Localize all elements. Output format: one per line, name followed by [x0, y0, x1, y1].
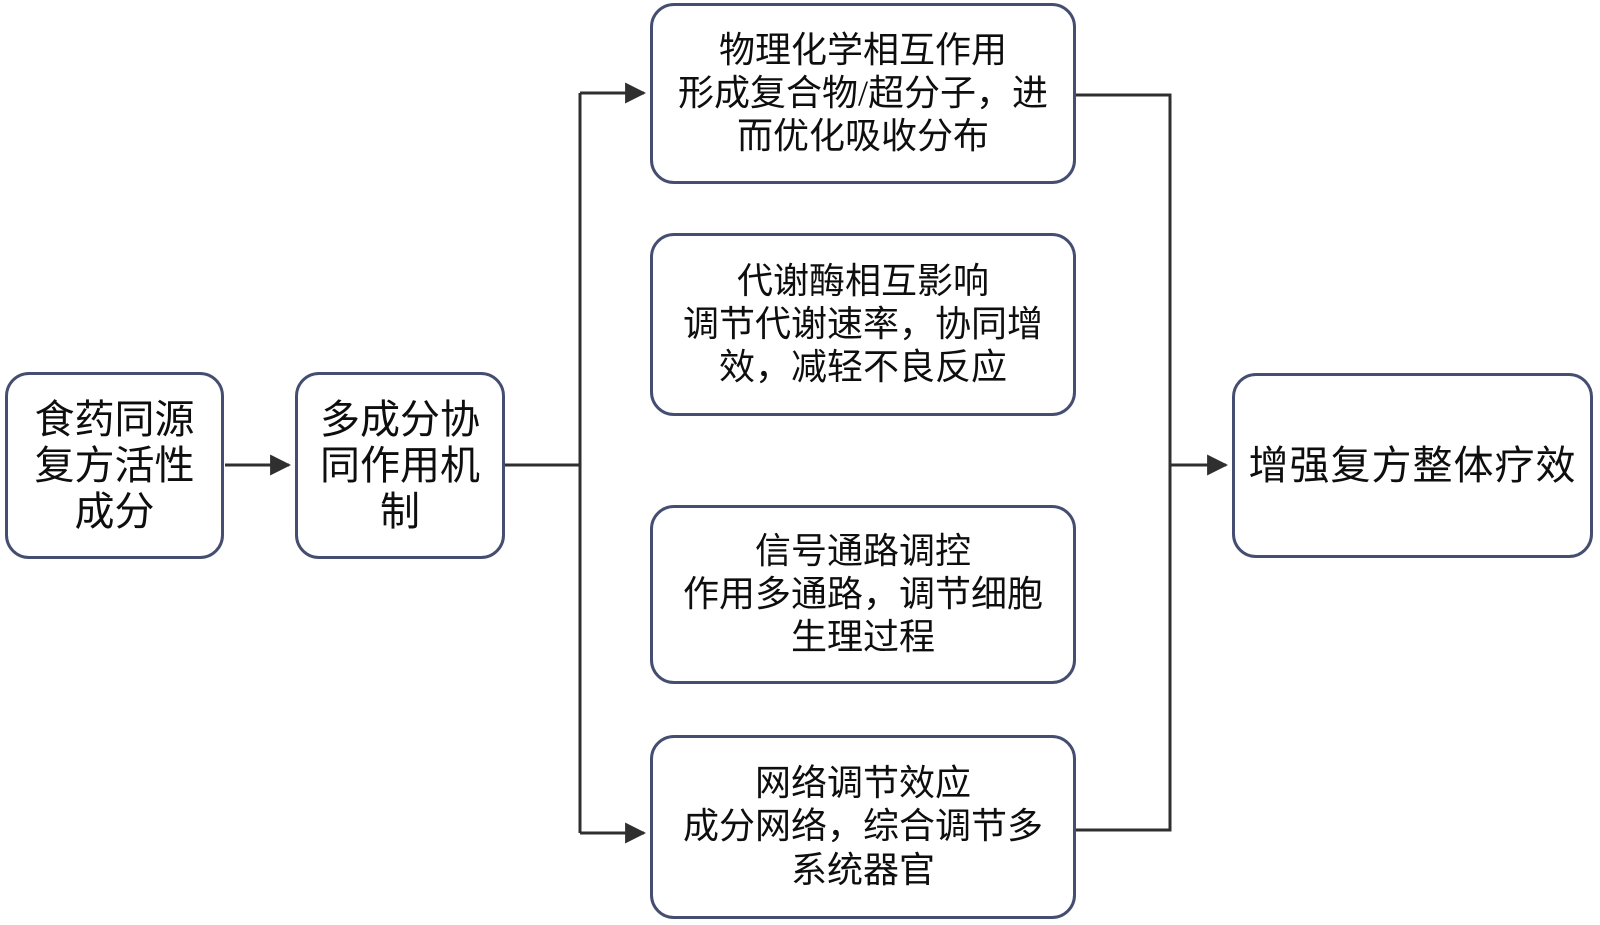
branch-4-desc-1: 成分网络，综合调节多 [682, 806, 1043, 847]
node-source-line-2: 复方活性 [34, 442, 195, 488]
node-mechanism-line-2: 同作用机 [320, 442, 480, 488]
node-branch-signal-pathway: 信号通路调控 作用多通路，调节细胞 生理过程 [650, 505, 1076, 684]
node-branch-physicochemical: 物理化学相互作用 形成复合物/超分子，进 而优化吸收分布 [650, 3, 1076, 184]
node-source-line-1: 食药同源 [34, 396, 195, 442]
node-source-components: 食药同源 复方活性 成分 [5, 372, 224, 559]
branch-3-title: 信号通路调控 [754, 530, 971, 571]
branch-3-desc-2: 生理过程 [790, 617, 935, 658]
branch-4-title: 网络调节效应 [754, 763, 971, 804]
branch-3-desc-1: 作用多通路，调节细胞 [682, 573, 1043, 614]
outcome-label: 增强复方整体疗效 [1248, 442, 1577, 488]
node-mechanism-line-3: 制 [380, 488, 420, 534]
node-branch-metabolic-enzyme: 代谢酶相互影响 调节代谢速率，协同增 效，减轻不良反应 [650, 233, 1076, 416]
node-outcome-efficacy: 增强复方整体疗效 [1232, 373, 1593, 558]
branch-2-title: 代谢酶相互影响 [736, 260, 989, 301]
branch-1-title: 物理化学相互作用 [718, 29, 1007, 70]
branch-1-desc-2: 而优化吸收分布 [736, 116, 989, 157]
branch-2-desc-1: 调节代谢速率，协同增 [682, 303, 1043, 344]
branch-4-desc-2: 系统器官 [790, 849, 935, 890]
branch-2-desc-2: 效，减轻不良反应 [718, 347, 1007, 388]
node-mechanism-line-1: 多成分协 [320, 396, 480, 442]
node-synergy-mechanism: 多成分协 同作用机 制 [295, 372, 505, 559]
node-source-line-3: 成分 [74, 488, 155, 534]
branch-1-desc-1: 形成复合物/超分子，进 [677, 72, 1048, 113]
node-branch-network-regulation: 网络调节效应 成分网络，综合调节多 系统器官 [650, 735, 1076, 919]
